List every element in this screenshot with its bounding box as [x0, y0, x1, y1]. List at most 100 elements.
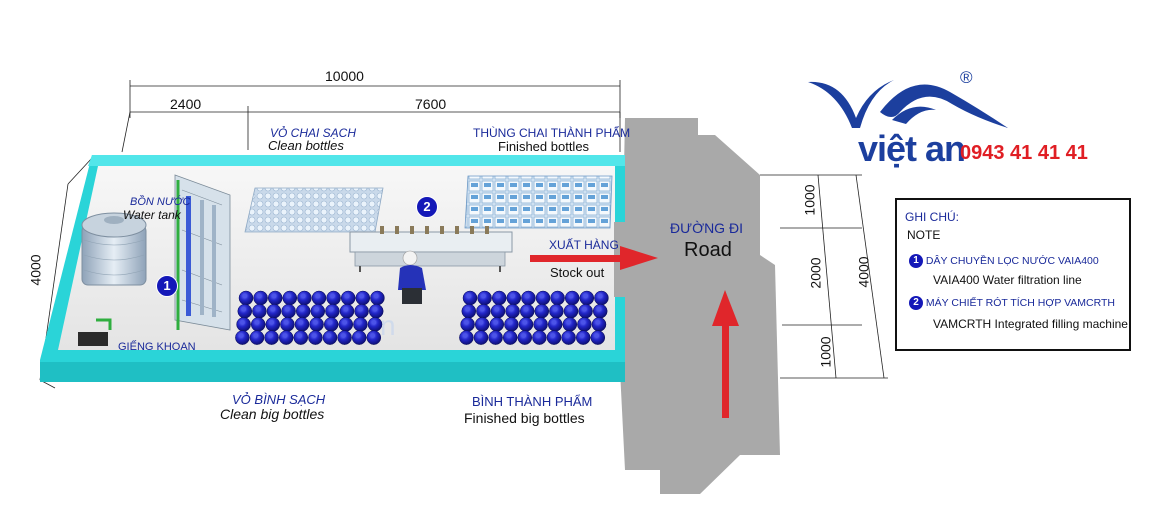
clean-big-bottle-cap	[315, 293, 321, 299]
note-title-vn: GHI CHÚ:	[905, 210, 959, 224]
finished-big-bottle-cap	[477, 333, 483, 338]
clean-big-bottle-cap	[286, 293, 292, 299]
clean-big-bottle-cap	[240, 320, 245, 325]
dimension-right-3: 1000	[817, 336, 834, 368]
label-water-tank-vn: BỒN NƯỚC	[130, 196, 191, 208]
label-stock-out-vn: XUẤT HÀNG	[549, 238, 619, 252]
finished-big-bottle-cap	[539, 293, 545, 299]
clean-big-bottle-cap	[355, 333, 361, 338]
finished-big-bottles-grid	[459, 290, 609, 345]
clean-big-bottle-cap	[329, 306, 334, 312]
label-clean-bottles-en: Clean bottles	[268, 138, 344, 153]
clean-big-bottle-cap	[313, 320, 318, 325]
clean-bottles-pallet	[244, 187, 384, 233]
finished-big-bottle-cap	[522, 320, 528, 325]
finished-big-bottle-cap	[581, 320, 586, 325]
dimension-section-a: 2400	[170, 96, 202, 112]
finished-big-bottle-cap	[583, 293, 589, 299]
clean-big-bottle-cap	[314, 306, 320, 312]
finished-big-bottle-cap	[594, 333, 600, 338]
clean-big-bottle-cap	[357, 320, 362, 325]
clean-big-bottle-cap	[330, 293, 335, 299]
clean-big-bottle-cap	[239, 333, 244, 338]
finished-big-bottle-cap	[595, 320, 601, 325]
label-finished-big-en: Finished big bottles	[464, 410, 585, 426]
viet-an-logo-graphic	[808, 80, 1008, 128]
label-road-vn: ĐƯỜNG ĐI	[670, 220, 743, 236]
finished-big-bottle-cap	[568, 293, 574, 299]
road-arrow	[712, 290, 739, 418]
stock-out-arrow	[530, 246, 658, 270]
finished-big-bottle-cap	[550, 333, 556, 338]
clean-big-bottle-cap	[372, 306, 378, 312]
dimension-right-2: 2000	[807, 257, 824, 289]
label-finished-bottles-vn: THÙNG CHAI THÀNH PHẨM	[473, 126, 631, 140]
clean-big-bottle-cap	[270, 306, 276, 312]
clean-big-bottle-cap	[326, 333, 332, 338]
finished-big-bottle-cap	[598, 293, 603, 299]
marker-two: 2	[416, 196, 438, 218]
finished-big-bottle-cap	[523, 306, 529, 312]
finished-big-bottle-cap	[579, 333, 585, 338]
clean-big-bottle-cap	[371, 320, 377, 325]
note-item-1-vn: DÂY CHUYỀN LỌC NƯỚC VAIA400	[925, 254, 1099, 267]
finished-big-bottle-cap	[495, 293, 501, 299]
clean-big-bottle-cap	[342, 320, 348, 325]
dimension-section-b: 7600	[415, 96, 447, 112]
dimension-right-total: 4000	[855, 256, 872, 288]
finished-big-bottle-cap	[506, 333, 512, 338]
finished-big-bottle-cap	[538, 306, 544, 312]
clean-big-bottle-cap	[299, 306, 305, 312]
clean-big-bottle-cap	[268, 333, 273, 338]
dimension-width: 4000	[27, 254, 44, 286]
finished-big-bottle-cap	[566, 320, 572, 325]
building-wall-front	[40, 362, 625, 382]
note-item-1-en: VAIA400 Water filtration line	[933, 273, 1082, 287]
finished-big-bottle-cap	[551, 320, 557, 325]
label-finished-bottles-en: Finished bottles	[498, 139, 590, 154]
finished-big-bottle-cap	[480, 306, 485, 312]
filling-machine	[349, 226, 513, 272]
finished-big-bottle-cap	[525, 293, 530, 299]
finished-big-bottle-cap	[596, 306, 602, 312]
clean-big-bottle-cap	[298, 320, 304, 325]
clean-big-bottle-cap	[254, 320, 260, 325]
finished-big-bottle-cap	[465, 306, 471, 312]
finished-big-bottle-cap	[582, 306, 587, 312]
clean-big-bottle-cap	[241, 306, 247, 312]
clean-big-bottles-grid	[235, 290, 385, 345]
clean-big-bottle-cap	[343, 306, 349, 312]
finished-big-bottle-cap	[521, 333, 527, 338]
finished-big-bottle-cap	[508, 320, 513, 325]
clean-big-bottle-cap	[256, 306, 261, 312]
note-item-1-badge: 1	[909, 254, 923, 268]
clean-big-bottle-cap	[358, 306, 363, 312]
label-stock-out-en: Stock out	[550, 265, 605, 280]
dimension-total-length: 10000	[325, 68, 364, 84]
finished-big-bottle-cap	[510, 293, 516, 299]
worker-figure	[398, 250, 426, 304]
finished-big-bottle-cap	[553, 306, 558, 312]
finished-big-bottle-cap	[463, 333, 468, 338]
clean-big-bottle-cap	[341, 333, 346, 338]
water-treatment-line	[78, 174, 231, 346]
clean-big-bottle-cap	[344, 293, 350, 299]
finished-big-bottle-cap	[537, 320, 542, 325]
finished-boxes-stack	[464, 175, 613, 229]
label-road-en: Road	[684, 239, 732, 261]
finished-big-bottle-cap	[464, 320, 469, 325]
finished-big-bottle-cap	[554, 293, 559, 299]
label-well-vn: GIẾNG KHOAN	[118, 341, 196, 353]
brand-name: việt an	[858, 128, 966, 169]
brand-registered-mark: ®	[960, 68, 973, 87]
finished-big-bottle-cap	[509, 306, 514, 312]
clean-big-bottle-cap	[284, 320, 289, 325]
clean-big-bottle-cap	[253, 333, 259, 338]
finished-big-bottle-cap	[494, 306, 500, 312]
dimension-lines-right	[760, 174, 888, 379]
finished-big-bottle-cap	[493, 320, 499, 325]
clean-big-bottle-cap	[242, 293, 248, 299]
finished-big-bottle-cap	[466, 293, 472, 299]
clean-big-bottle-cap	[370, 333, 376, 338]
